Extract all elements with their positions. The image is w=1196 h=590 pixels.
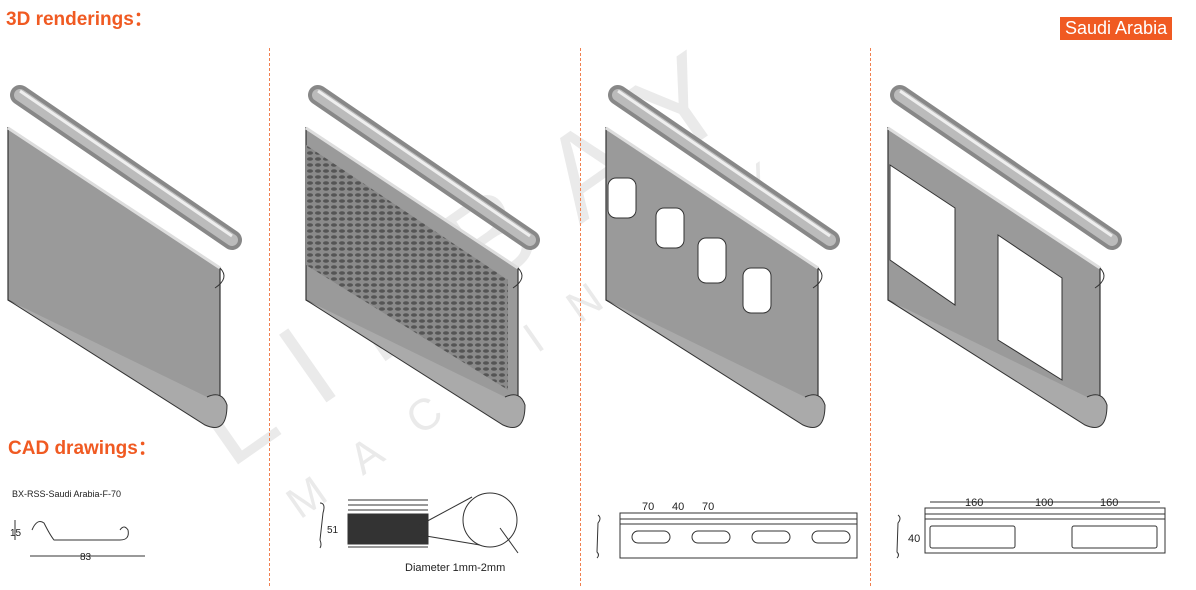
slat-windowed <box>888 91 1112 428</box>
cad-slotted <box>596 512 858 559</box>
dim-perf-height: 51 <box>327 525 339 536</box>
renderings-heading: 3D renderings： <box>6 9 153 30</box>
divider <box>580 48 581 586</box>
cad-heading: CAD drawings： <box>8 438 157 459</box>
cad-model-label: BX-RSS-Saudi Arabia-F-70 <box>12 489 121 499</box>
dim-window-a: 160 <box>965 497 983 509</box>
country-badge: Saudi Arabia <box>1060 17 1173 40</box>
dim-window-height: 40 <box>908 533 920 545</box>
perf-note: Diameter 1mm-2mm <box>405 562 505 574</box>
slat-slotted <box>606 91 830 428</box>
cad-profile <box>14 520 145 557</box>
divider <box>269 48 270 586</box>
dim-slot-gap: 40 <box>672 501 684 513</box>
dim-window-b: 160 <box>1100 497 1118 509</box>
dim-window-gap: 100 <box>1035 497 1053 509</box>
dim-slot-b: 70 <box>702 501 714 513</box>
dim-width: 83 <box>80 552 92 563</box>
dim-height: 15 <box>10 528 22 539</box>
dim-slot-a: 70 <box>642 501 654 513</box>
cad-perforated <box>319 492 519 554</box>
cad-windowed <box>896 501 1166 559</box>
divider <box>870 48 871 586</box>
slat-perforated <box>306 91 530 428</box>
